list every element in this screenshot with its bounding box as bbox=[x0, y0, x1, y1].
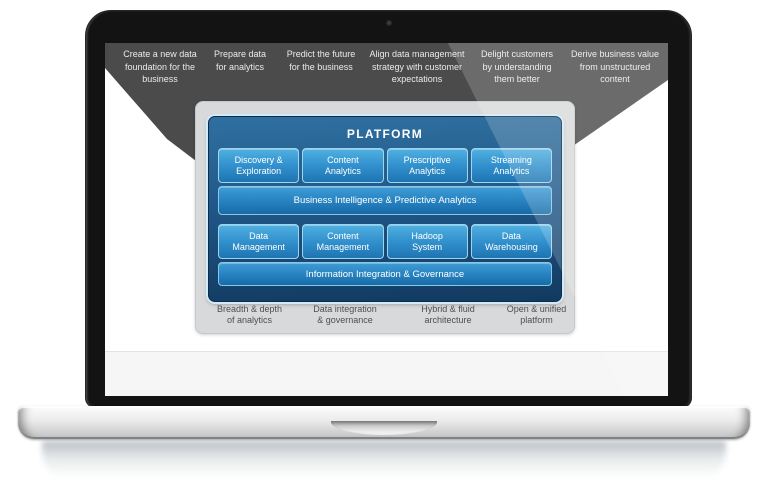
tile-hadoop-system: Hadoop System bbox=[386, 224, 468, 259]
tile-prescriptive-analytics: Prescriptive Analytics bbox=[386, 148, 468, 183]
laptop-screen: Create a new data foundation for the bus… bbox=[105, 43, 668, 396]
goal-label-predict-future: Predict the future for the business bbox=[286, 49, 356, 72]
goal-label-new-data-foundation: Create a new data foundation for the bus… bbox=[123, 49, 197, 84]
goal-label-business-value: Derive business value from unstructured … bbox=[570, 49, 660, 84]
tile-data-warehousing: Data Warehousing bbox=[470, 224, 552, 259]
benefit-labels-row: Breadth & depth of analytics Data integr… bbox=[202, 304, 570, 330]
platform-box: PLATFORM Discovery & Exploration Content… bbox=[208, 116, 562, 302]
platform-panel: PLATFORM Discovery & Exploration Content… bbox=[195, 101, 575, 334]
benefit-label-breadth-depth: Breadth & depth of analytics bbox=[216, 304, 283, 325]
laptop-lid: Create a new data foundation for the bus… bbox=[85, 10, 692, 408]
tile-content-management: Content Management bbox=[302, 224, 384, 259]
goal-label-prepare-data: Prepare data for analytics bbox=[213, 49, 267, 72]
banner-business-intelligence: Business Intelligence & Predictive Analy… bbox=[218, 186, 552, 215]
laptop-base bbox=[18, 406, 750, 439]
goal-banner: Create a new data foundation for the bus… bbox=[105, 48, 668, 86]
data-tile-row: Data Management Content Management Hadoo… bbox=[218, 224, 552, 259]
benefit-label-hybrid-fluid: Hybrid & fluid architecture bbox=[421, 304, 475, 325]
tile-streaming-analytics: Streaming Analytics bbox=[470, 148, 552, 183]
laptop-reflection bbox=[42, 441, 726, 481]
tile-discovery-exploration: Discovery & Exploration bbox=[218, 148, 300, 183]
analytics-tile-row: Discovery & Exploration Content Analytic… bbox=[218, 148, 552, 183]
benefit-label-open-unified: Open & unified platform bbox=[506, 304, 567, 325]
goal-label-delight-customers: Delight customers by understanding them … bbox=[480, 49, 554, 84]
base-notch bbox=[331, 421, 437, 435]
platform-title: PLATFORM bbox=[346, 127, 424, 141]
tile-content-analytics: Content Analytics bbox=[302, 148, 384, 183]
platform-box-content: PLATFORM Discovery & Exploration Content… bbox=[209, 117, 561, 301]
benefit-label-data-integration: Data integration & governance bbox=[313, 304, 377, 325]
webcam-icon bbox=[386, 20, 392, 26]
goal-label-align-strategy: Align data management strategy with cust… bbox=[369, 49, 465, 84]
tile-data-management: Data Management bbox=[218, 224, 300, 259]
screen-bottom-strip bbox=[105, 351, 668, 396]
banner-information-integration: Information Integration & Governance bbox=[218, 262, 552, 286]
